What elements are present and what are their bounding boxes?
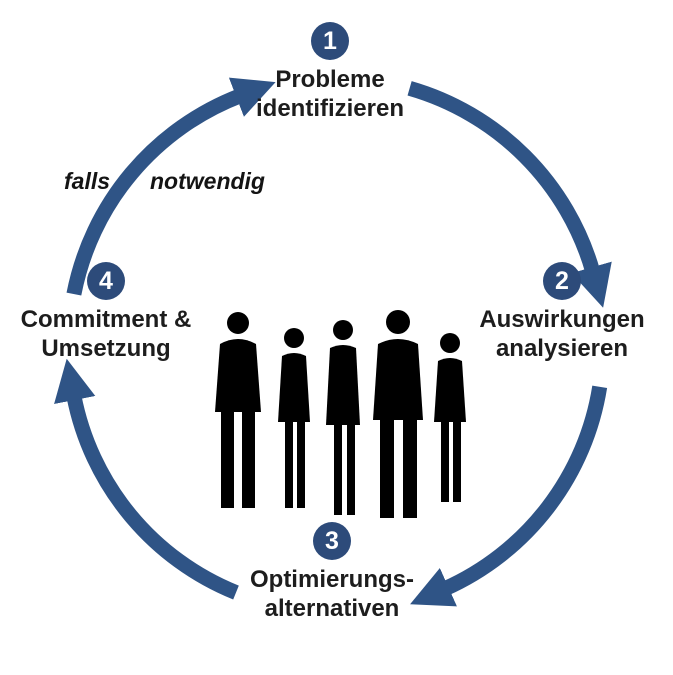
step-2: 2 Auswirkungen analysieren [452, 262, 672, 363]
step-3-label-line2: alternativen [264, 595, 400, 622]
condition-annotation-word1: falls [64, 168, 111, 194]
step-2-label-line1: Auswirkungen [479, 306, 645, 333]
step-4-label-line2: Umsetzung [41, 335, 171, 362]
arrow-step3-to-step4 [54, 358, 239, 600]
step-4: 4 Commitment & Umsetzung [0, 262, 216, 363]
step-3: 3 Optimierungs- alternativen [222, 522, 442, 623]
step-1-badge: 1 [311, 22, 349, 60]
people-silhouette-image [215, 310, 466, 518]
step-1: 1 Probleme identifizieren [220, 22, 440, 123]
step-2-badge: 2 [543, 262, 581, 300]
condition-annotation: falls notwendig [0, 168, 320, 200]
step-1-label: Probleme identifizieren [256, 65, 404, 123]
arrow-step4-to-step1 [66, 77, 276, 296]
step-2-label-line2: analysieren [495, 335, 629, 362]
arrow-step1-to-step2 [407, 81, 612, 308]
step-2-label: Auswirkungen analysieren [479, 305, 644, 363]
step-3-badge: 3 [313, 522, 351, 560]
step-3-label-line1: Optimierungs- [249, 566, 414, 593]
arrow-step2-to-step3 [410, 385, 608, 607]
step-3-label: Optimierungs- alternativen [250, 565, 414, 623]
step-1-label-line2: identifizieren [255, 95, 405, 122]
step-4-label-line1: Commitment & [20, 306, 192, 333]
step-4-badge: 4 [87, 262, 125, 300]
step-1-label-line1: Probleme [275, 66, 385, 93]
condition-annotation-word2: notwendig [150, 168, 265, 194]
step-4-label: Commitment & Umsetzung [21, 305, 192, 363]
